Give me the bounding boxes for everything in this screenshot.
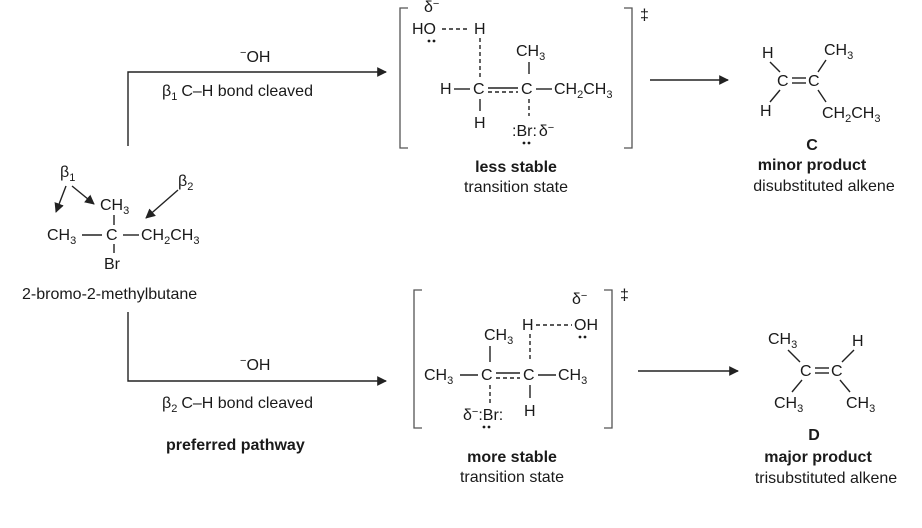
bottom-ts-c2: C <box>523 367 535 384</box>
bottom-prod-c1: C <box>800 363 812 380</box>
bottom-ts-caption-bold: more stable <box>467 449 557 466</box>
top-prod-letter: C <box>806 137 818 154</box>
bottom-prod-ch3-top: CH3 <box>768 331 797 351</box>
top-ts-h-bottom: H <box>474 115 486 132</box>
top-ts-h-left: H <box>440 81 452 98</box>
bottom-prod-ch3-bl: CH3 <box>774 395 803 415</box>
top-ts-c1: C <box>473 81 485 98</box>
preferred-pathway-label: preferred pathway <box>166 437 305 454</box>
bond <box>769 89 781 103</box>
bottom-prod-c2: C <box>831 363 843 380</box>
top-ts-delta-top: δ− <box>424 0 439 16</box>
reactant-ch3-left: CH3 <box>47 227 76 247</box>
bottom-ts-h-bottom: H <box>524 403 536 420</box>
top-ts-ch2ch3: CH2CH3 <box>554 81 612 101</box>
reactant-br: Br <box>104 256 121 273</box>
bond <box>839 379 851 393</box>
beta1-arrow-to-left-ch3 <box>54 185 67 213</box>
top-prod-caption: disubstituted alkene <box>753 178 895 195</box>
beta2-arrow <box>145 189 179 219</box>
bottom-prod-caption: trisubstituted alkene <box>755 470 897 487</box>
top-prod-caption-bold: minor product <box>758 157 867 174</box>
reactant-ch3-top: CH3 <box>100 197 129 217</box>
bond <box>791 379 803 393</box>
bond <box>841 349 855 363</box>
beta1-label: β1 <box>60 164 75 184</box>
bracket-left <box>399 7 408 149</box>
bottom-arrow <box>127 312 387 386</box>
bottom-ts-ch3-left: CH3 <box>424 367 453 387</box>
top-reagent: −OH <box>240 47 270 66</box>
top-prod-h2: H <box>760 103 772 120</box>
bottom-ts-dagger: ‡ <box>620 287 629 304</box>
bottom-prod-caption-bold: major product <box>764 449 872 466</box>
bottom-prod-h: H <box>852 333 864 350</box>
top-arrow <box>127 67 387 146</box>
bottom-ts-delta-top: δ− <box>572 290 587 308</box>
bottom-prod-ch3-br: CH3 <box>846 395 875 415</box>
beta2-label: β2 <box>178 173 193 193</box>
bottom-ts-ch3-top: CH3 <box>484 327 513 347</box>
top-ts-ch3: CH3 <box>516 43 545 63</box>
top-prod-c1: C <box>777 73 789 90</box>
bond <box>787 349 801 363</box>
reactant-ch2ch3: CH2CH3 <box>141 227 199 247</box>
bottom-product: CH3 H C C CH3 CH3 D major product trisub… <box>755 331 897 487</box>
top-prod-ch2ch3: CH2CH3 <box>822 105 880 125</box>
reactant: β1 β2 CH3 CH3 C CH2CH3 Br 2-bromo-2-meth… <box>22 164 199 303</box>
top-ts-dagger: ‡ <box>640 7 649 24</box>
top-prod-ch3: CH3 <box>824 42 853 62</box>
bracket-right <box>624 7 633 149</box>
top-ts-caption: transition state <box>464 179 568 196</box>
top-product: H CH3 C C H CH2CH3 C minor product disub… <box>753 42 895 195</box>
bond <box>817 89 827 103</box>
reactant-name: 2-bromo-2-methylbutane <box>22 286 197 303</box>
top-prod-h1: H <box>762 45 774 62</box>
bottom-ts-ch3-right: CH3 <box>558 367 587 387</box>
top-ts-c2: C <box>521 81 533 98</box>
top-ts-ho: HO <box>412 21 436 38</box>
bottom-ts-oh: OH <box>574 317 598 334</box>
bottom-ts-c1: C <box>481 367 493 384</box>
bottom-prod-letter: D <box>808 427 820 444</box>
beta1-arrow-to-ch3 <box>71 185 95 205</box>
bond <box>769 61 781 73</box>
top-ts-br: :Br:δ− <box>512 122 554 140</box>
top-ts-caption-bold: less stable <box>475 159 557 176</box>
top-transition-state: ‡ δ− HO H CH3 H C C CH2CH3 H :Br:δ− less… <box>399 0 649 196</box>
bottom-ts-br: δ−:Br: <box>463 406 503 424</box>
reactant-carbon: C <box>106 227 118 244</box>
top-prod-c2: C <box>808 73 820 90</box>
bottom-ts-caption: transition state <box>460 469 564 486</box>
bottom-ts-h-top: H <box>522 317 534 334</box>
bracket-right <box>604 289 613 429</box>
bottom-reagent: −OH <box>240 355 270 374</box>
bracket-left <box>413 289 422 429</box>
bottom-transition-state: ‡ δ− H OH CH3 CH3 C C CH3 δ−:Br: H more … <box>413 287 629 486</box>
top-ts-h-top: H <box>474 21 486 38</box>
bond <box>817 59 827 73</box>
